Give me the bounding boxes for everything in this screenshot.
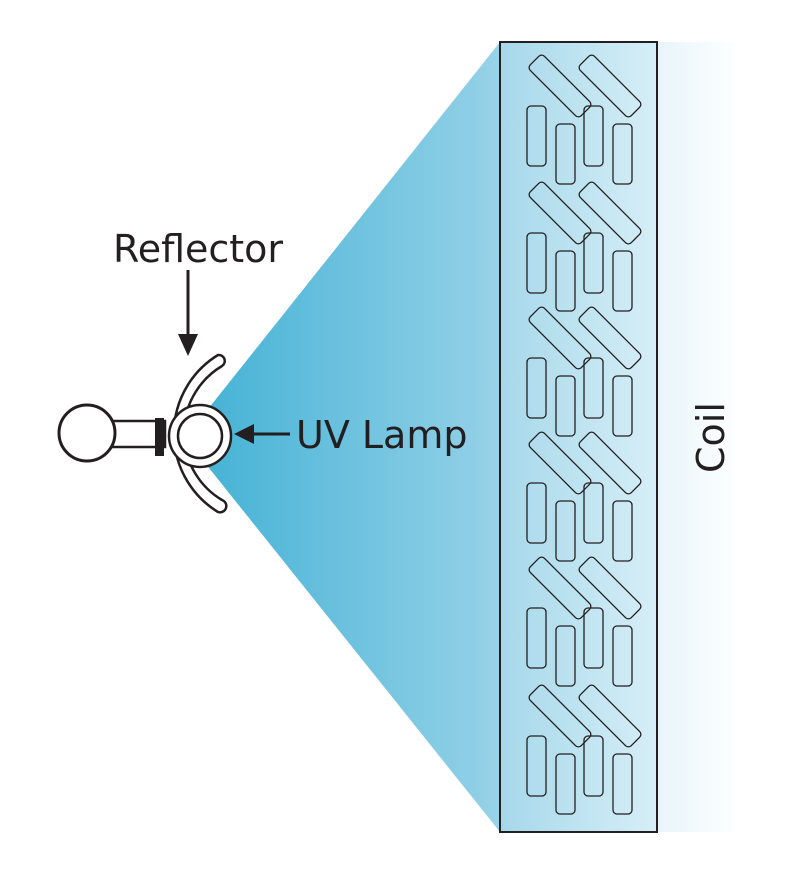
coil [499, 41, 658, 833]
reflector-label: Reflector [113, 227, 283, 271]
uv-lamp-icon [167, 403, 233, 469]
uv-lamp-label: UV Lamp [296, 413, 467, 457]
lamp-arrow-icon [234, 424, 290, 444]
coil-fin [612, 375, 633, 437]
uv-beam [185, 42, 500, 832]
coil-fin [526, 607, 547, 669]
coil-fin [578, 556, 642, 620]
coil-fin [528, 684, 592, 748]
coil-fin [612, 500, 633, 562]
coil-fin [578, 54, 642, 118]
coil-glow [657, 42, 737, 832]
coil-fin [526, 357, 547, 419]
coil-fin [526, 735, 547, 797]
coil-fin [578, 684, 642, 748]
coil-fin [528, 431, 592, 495]
coil-fin [583, 105, 604, 167]
coil-fin [555, 375, 576, 437]
lamp-fixture-icon [57, 403, 167, 463]
coil-fin [578, 431, 642, 495]
arrow-icon [178, 270, 198, 356]
coil-fin [555, 250, 576, 312]
coil-fin [583, 232, 604, 294]
coil-fins [526, 54, 642, 815]
coil-fin [583, 607, 604, 669]
coil-fin [526, 232, 547, 294]
coil-body [499, 41, 658, 833]
coil-label: Coil [689, 402, 733, 473]
coil-fin [578, 181, 642, 245]
coil-fin [555, 123, 576, 185]
fixture-ball [57, 403, 117, 463]
coil-fin [528, 54, 592, 118]
coil-fin [528, 181, 592, 245]
coil-fin [555, 500, 576, 562]
coil-fin [526, 482, 547, 544]
coil-fin [528, 306, 592, 370]
coil-fin [583, 735, 604, 797]
coil-fin [578, 306, 642, 370]
coil-fin [612, 753, 633, 815]
coil-fin [583, 482, 604, 544]
coil-fin [612, 625, 633, 687]
coil-fin [526, 105, 547, 167]
coil-fin [555, 753, 576, 815]
coil-fin [612, 123, 633, 185]
coil-fin [528, 556, 592, 620]
coil-fin [583, 357, 604, 419]
reflector-mount [155, 418, 164, 456]
coil-fin [555, 625, 576, 687]
coil-fin [612, 250, 633, 312]
